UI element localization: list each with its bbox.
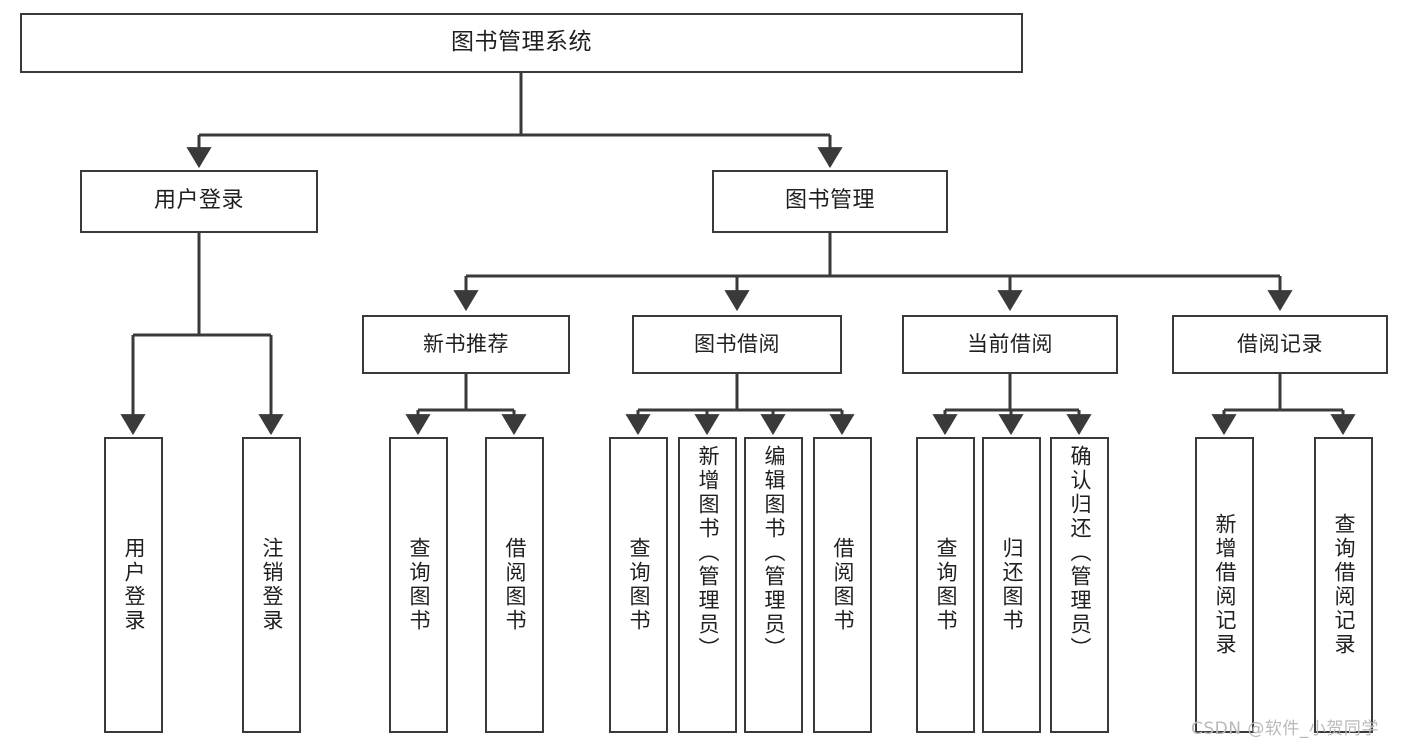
node-leaf-query-book-1[interactable]: 查询图书 — [389, 437, 448, 733]
node-leaf-borrow-book-2[interactable]: 借阅图书 — [813, 437, 872, 733]
node-new-book-recommend-label: 新书推荐 — [423, 331, 509, 356]
node-book-manage[interactable]: 图书管理 — [712, 170, 948, 233]
node-leaf-add-book-label: 新增图书（管理员） — [696, 445, 720, 661]
node-leaf-add-book[interactable]: 新增图书（管理员） — [678, 437, 737, 733]
node-leaf-query-book-1-label: 查询图书 — [407, 537, 431, 633]
node-root-label: 图书管理系统 — [451, 29, 592, 56]
node-book-borrow-label: 图书借阅 — [694, 331, 780, 356]
node-root[interactable]: 图书管理系统 — [20, 13, 1023, 73]
node-leaf-logout-login[interactable]: 注销登录 — [242, 437, 301, 733]
node-book-manage-label: 图书管理 — [784, 188, 875, 214]
node-leaf-borrow-book-2-label: 借阅图书 — [831, 537, 855, 633]
node-new-book-recommend[interactable]: 新书推荐 — [362, 315, 570, 374]
node-leaf-add-record[interactable]: 新增借阅记录 — [1195, 437, 1254, 733]
node-leaf-user-login-label: 用户登录 — [122, 537, 146, 633]
node-leaf-edit-book-label: 编辑图书（管理员） — [762, 445, 786, 661]
node-leaf-confirm-return-label: 确认归还（管理员） — [1068, 445, 1092, 661]
node-leaf-query-book-2-label: 查询图书 — [627, 537, 651, 633]
node-leaf-query-book-3[interactable]: 查询图书 — [916, 437, 975, 733]
node-leaf-query-record[interactable]: 查询借阅记录 — [1314, 437, 1373, 733]
node-book-borrow[interactable]: 图书借阅 — [632, 315, 842, 374]
node-leaf-add-record-label: 新增借阅记录 — [1213, 513, 1237, 657]
node-leaf-borrow-book-1[interactable]: 借阅图书 — [485, 437, 544, 733]
node-leaf-borrow-book-1-label: 借阅图书 — [503, 537, 527, 633]
node-leaf-logout-login-label: 注销登录 — [260, 537, 284, 633]
node-leaf-user-login[interactable]: 用户登录 — [104, 437, 163, 733]
node-leaf-query-book-2[interactable]: 查询图书 — [609, 437, 668, 733]
node-leaf-confirm-return[interactable]: 确认归还（管理员） — [1050, 437, 1109, 733]
node-leaf-edit-book[interactable]: 编辑图书（管理员） — [744, 437, 803, 733]
node-leaf-query-record-label: 查询借阅记录 — [1332, 513, 1356, 657]
node-borrow-record-label: 借阅记录 — [1237, 331, 1323, 356]
node-current-borrow-label: 当前借阅 — [967, 331, 1053, 356]
node-user-login-label: 用户登录 — [153, 188, 244, 214]
node-current-borrow[interactable]: 当前借阅 — [902, 315, 1118, 374]
node-user-login[interactable]: 用户登录 — [80, 170, 318, 233]
node-leaf-query-book-3-label: 查询图书 — [934, 537, 958, 633]
node-borrow-record[interactable]: 借阅记录 — [1172, 315, 1388, 374]
node-leaf-return-book-label: 归还图书 — [1000, 537, 1024, 633]
node-leaf-return-book[interactable]: 归还图书 — [982, 437, 1041, 733]
